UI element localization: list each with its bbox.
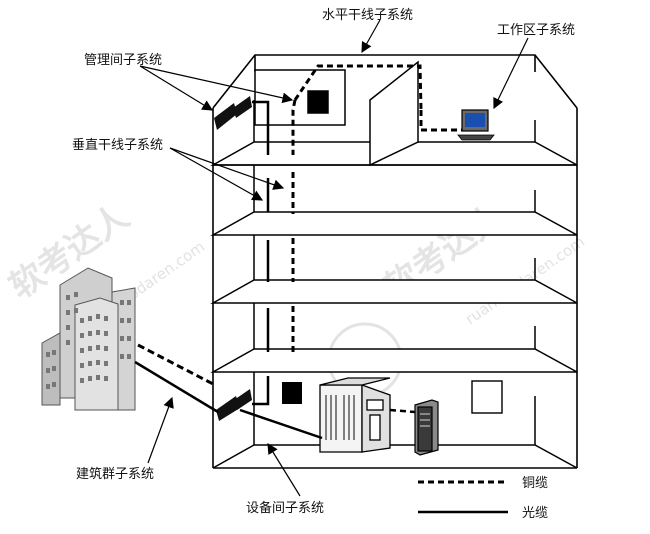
floors — [210, 100, 578, 469]
equipment-wall-connector — [216, 389, 252, 421]
campus-copper-link — [137, 343, 216, 387]
legend: 铜缆 光缆 — [418, 475, 548, 521]
partition-wall — [369, 60, 419, 167]
label-building-group: 建筑群子系统 — [76, 466, 154, 482]
legend-copper-label: 铜缆 — [522, 475, 548, 491]
floor-slab-ground — [212, 372, 578, 469]
top-floor-rooms — [254, 60, 419, 167]
label-vertical: 垂直干线子系统 — [72, 138, 163, 153]
vertical-copper-riser — [291, 99, 297, 354]
floor-slab-3 — [210, 235, 578, 304]
distribution-frame-icon — [307, 90, 329, 114]
horizontal-copper-run — [293, 64, 470, 132]
management-wall-connector — [214, 96, 252, 130]
label-work-area: 工作区子系统 — [497, 23, 575, 38]
floor-slab-2 — [210, 165, 578, 236]
label-horizontal: 水平干线子系统 — [322, 8, 413, 23]
copper-to-server — [389, 408, 416, 414]
callout-arrows — [139, 19, 529, 497]
computer-icon — [457, 109, 495, 141]
distribution-frame-icon-ground — [282, 382, 302, 404]
campus-fiber-link — [134, 360, 219, 414]
doorway — [471, 380, 503, 414]
roof-edge — [212, 54, 578, 109]
legend-fiber-label: 光缆 — [522, 505, 548, 521]
equipment-rack-icon — [319, 377, 391, 453]
floor-slab-4 — [210, 303, 578, 373]
label-management: 管理间子系统 — [84, 53, 162, 68]
label-equipment: 设备间子系统 — [246, 500, 324, 516]
office-tower-icon — [41, 267, 136, 411]
vertical-fiber-riser — [252, 100, 270, 406]
server-cabinet-icon — [414, 399, 439, 456]
building — [212, 54, 578, 469]
fiber-to-rack — [239, 408, 323, 440]
